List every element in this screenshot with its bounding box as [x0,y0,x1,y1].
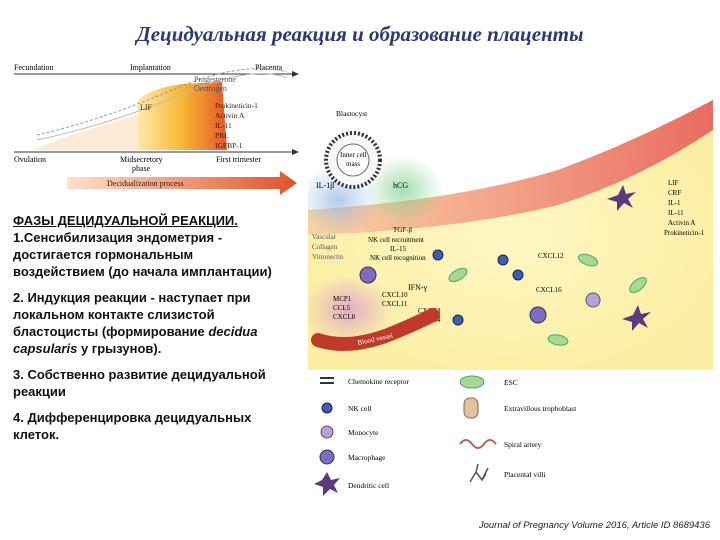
phase-2: 2. Индукция реакции - наступает при лока… [13,289,288,357]
label-oestrogen: Oestrogen [194,84,227,93]
right-factor-crf: CRF [668,189,681,197]
phase-1: 1.Сенсибилизация эндометрия - достигаетс… [13,229,288,280]
label-mcp1: MCP1 [333,295,352,303]
nk-cell [513,270,523,280]
label-ovulation: Ovulation [14,155,46,164]
legend-nk-cell: NK cell [322,403,372,413]
svg-text:Placental villi: Placental villi [504,470,545,479]
phases-heading: ФАЗЫ ДЕЦИДУАЛЬНОЙ РЕАКЦИИ. [13,212,288,229]
svg-text:Extravillous trophoblast: Extravillous trophoblast [504,404,577,413]
label-vitronectin: Vitronectin [312,253,344,261]
label-blastocyst: Blastocyst [336,109,368,118]
decidualization-timeline: Fecundation Implantation Placenta Proges… [12,60,307,200]
label-il15: IL-15 [390,245,406,253]
factor-prl: PRL [215,131,229,140]
monocyte [586,293,600,307]
label-hcg: hCG [393,181,408,190]
svg-text:NK cell: NK cell [348,404,372,413]
label-cxcl8: CXCL8 [333,313,356,321]
phase-3: 3. Собственно развитие децидуальной реак… [13,366,288,400]
label-nk-recruit: NK cell recruitment [368,236,424,244]
legend-spiral-artery: Spiral artery [460,440,542,449]
label-first-trimester: First trimester [216,155,261,164]
factor-activin: Activin A [215,111,245,120]
label-mass: mass [346,160,360,168]
legend-dendritic-cell: Dendritic cell [314,472,389,496]
label-ifn: IFN-γ [408,283,428,292]
legend-monocyte: Monocyte [321,426,379,438]
phase-4: 4. Дифференцировка децидуальных клеток. [13,409,288,443]
label-tgfb: TGF-β [393,226,413,234]
nk-cell [433,250,443,260]
label-cxcl12: CXCL12 [538,252,564,260]
nk-cell [498,255,508,265]
label-cxcl16: CXCL16 [536,286,562,294]
label-implantation: Implantation [130,63,171,72]
legend-esc: ESC [460,376,518,388]
label-placenta: Placenta [255,63,283,72]
phases-text: ФАЗЫ ДЕЦИДУАЛЬНОЙ РЕАКЦИИ. 1.Сенсибилиза… [13,212,288,452]
svg-text:Chemokine receptor: Chemokine receptor [348,377,410,386]
right-factor-lif: LIF [668,179,679,187]
citation: Journal of Pregnancy Volume 2016, Articl… [479,520,710,531]
svg-text:Macrophage: Macrophage [348,453,386,462]
svg-text:Monocyte: Monocyte [348,428,379,437]
label-inner-cell: Inner cell [340,151,367,159]
legend-extravillous-trophoblast: Extravillous trophoblast [464,398,577,418]
label-progesterone: Progesterone [194,75,236,84]
label-phase: phase [132,164,151,173]
legend-placental-villi: Placental villi [470,464,545,482]
factor-il11: IL-11 [215,121,232,130]
slide-title: Децидуальная реакция и образование плаце… [0,22,720,47]
label-cxcl11: CXCL11 [382,300,408,308]
label-collagen: Collagen [312,243,338,251]
right-factor-prokineticin: Prokineticin-1 [664,229,705,237]
right-factor-activin: Activin A [668,219,695,227]
legend-chemokine-receptor: Chemokine receptor [320,377,410,386]
factor-prokineticin: Prokineticin-1 [215,101,258,110]
legend-macrophage: Macrophage [320,450,386,464]
label-lif: LIF [140,103,153,112]
macrophage [360,267,376,283]
label-il1b: IL-1β [316,181,334,190]
svg-text:Dendritic cell: Dendritic cell [348,481,389,490]
label-ccl5: CCL5 [333,304,351,312]
label-vascular: Vascular [312,233,337,241]
cell-legend: Chemokine receptor NK cell Monocyte Macr… [310,372,705,510]
macrophage [530,307,546,323]
label-cxcl10: CXCL10 [382,291,408,299]
nk-cell [453,315,463,325]
label-midsecretory: Midsecretory [120,155,163,164]
factor-igfbp: IGFBP-1 [215,141,243,150]
decidua-illustration: Blastocyst Inner cell mass IL-1β hCG TGF… [308,100,713,370]
svg-text:Spiral artery: Spiral artery [504,440,542,449]
right-factor-il1: IL-1 [668,199,681,207]
svg-text:ESC: ESC [504,378,518,387]
right-factor-il11: IL-11 [668,209,684,217]
label-fecundation: Fecundation [14,63,54,72]
label-nk-recog: NK cell recognition [370,254,426,262]
label-decidualization: Decidualization process [107,179,184,188]
